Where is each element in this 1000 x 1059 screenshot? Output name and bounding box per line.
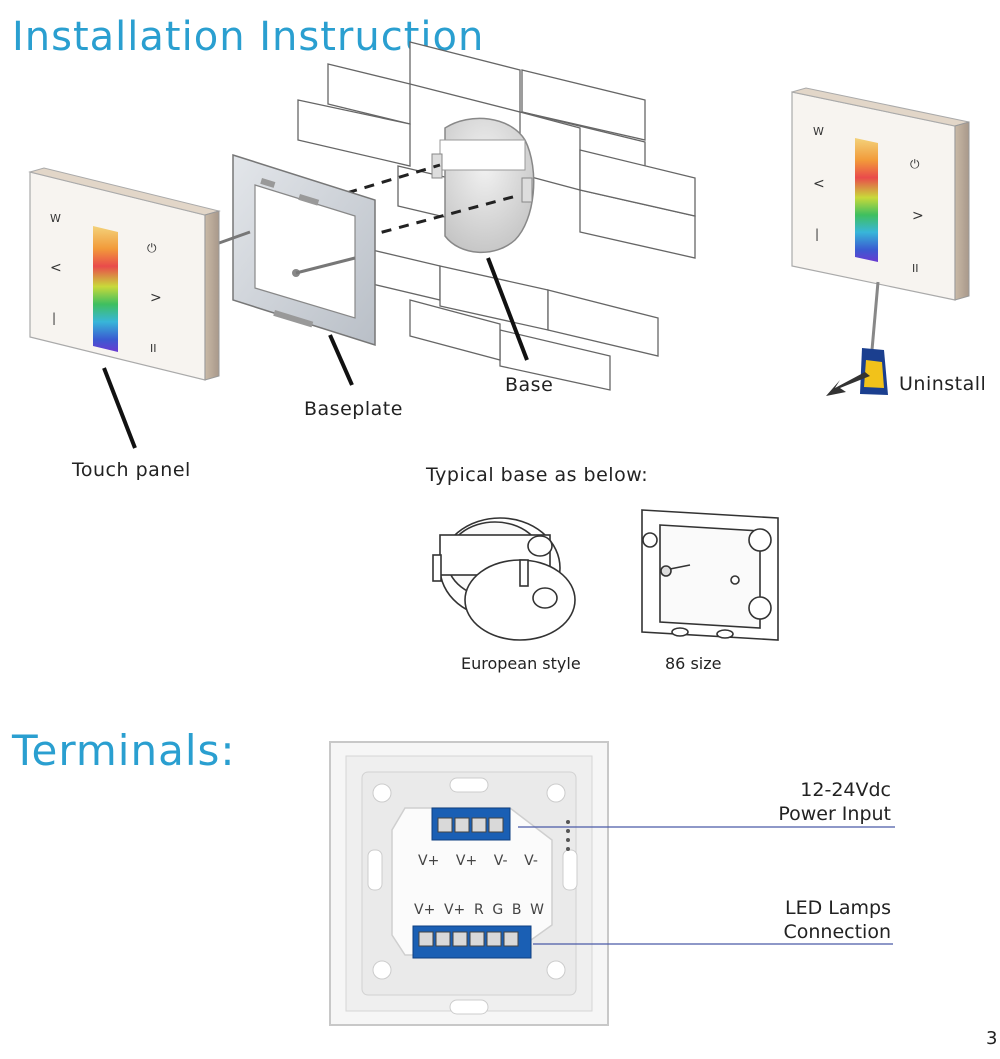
svg-text:|: | xyxy=(52,311,56,325)
svg-text:<: < xyxy=(813,176,825,192)
svg-text:⏻: ⏻ xyxy=(910,157,920,171)
svg-text:>: > xyxy=(150,290,162,306)
uninstall-label: Uninstall xyxy=(899,373,987,395)
power-pin-2: V+ xyxy=(455,853,478,869)
svg-text:<: < xyxy=(50,260,62,276)
installation-diagram: W < | ⏻ > II W < | ⏻ > II xyxy=(28,41,970,641)
touch-panel-label: Touch panel xyxy=(72,459,191,481)
led-connection-label: LED Lamps Connection xyxy=(783,896,891,944)
power-pin-3: V- xyxy=(493,853,508,869)
svg-text:⏻: ⏻ xyxy=(147,241,157,255)
output-pin-labels: V+ V+ R G B W xyxy=(414,902,544,918)
svg-text:>: > xyxy=(912,208,924,224)
svg-text:II: II xyxy=(150,342,157,355)
terminals-heading: Terminals: xyxy=(12,726,236,775)
european-style-label: European style xyxy=(461,654,581,673)
power-label-line2: Power Input xyxy=(778,803,891,825)
led-label-line1: LED Lamps xyxy=(785,897,891,919)
box-86-size xyxy=(641,509,779,641)
leader-lines xyxy=(102,257,529,449)
output-pin-2: V+ xyxy=(443,902,466,918)
power-label-line1: 12-24Vdc xyxy=(800,779,891,801)
output-pin-4: G xyxy=(492,902,504,918)
uninstall-arrow xyxy=(826,372,870,396)
base-box xyxy=(431,117,535,253)
screwdriver xyxy=(860,281,888,395)
output-pin-3: R xyxy=(473,902,484,918)
output-pin-1: V+ xyxy=(414,902,436,918)
svg-text:II: II xyxy=(912,262,919,275)
european-style-box xyxy=(432,517,576,641)
svg-text:W: W xyxy=(813,125,824,138)
output-pin-6: W xyxy=(530,902,544,918)
power-input-label: 12-24Vdc Power Input xyxy=(778,778,891,826)
touch-panel-left: W < | ⏻ > II xyxy=(28,167,221,381)
power-pin-labels: V+ V+ V- V- xyxy=(418,853,538,869)
installation-heading: Installation Instruction xyxy=(12,14,485,60)
led-label-line2: Connection xyxy=(783,921,891,943)
touch-panel-right: W < | ⏻ > II xyxy=(791,87,970,301)
svg-text:|: | xyxy=(815,227,819,241)
svg-text:W: W xyxy=(50,212,61,225)
base-label: Base xyxy=(505,374,554,396)
baseplate-label: Baseplate xyxy=(304,398,403,420)
typical-base-caption: Typical base as below: xyxy=(426,464,649,486)
page-number: 3 xyxy=(986,1028,998,1049)
output-pin-5: B xyxy=(511,902,522,918)
size86-label: 86 size xyxy=(665,654,722,673)
baseplate xyxy=(232,153,376,347)
power-pin-4: V- xyxy=(524,853,538,869)
power-pin-1: V+ xyxy=(418,853,440,869)
